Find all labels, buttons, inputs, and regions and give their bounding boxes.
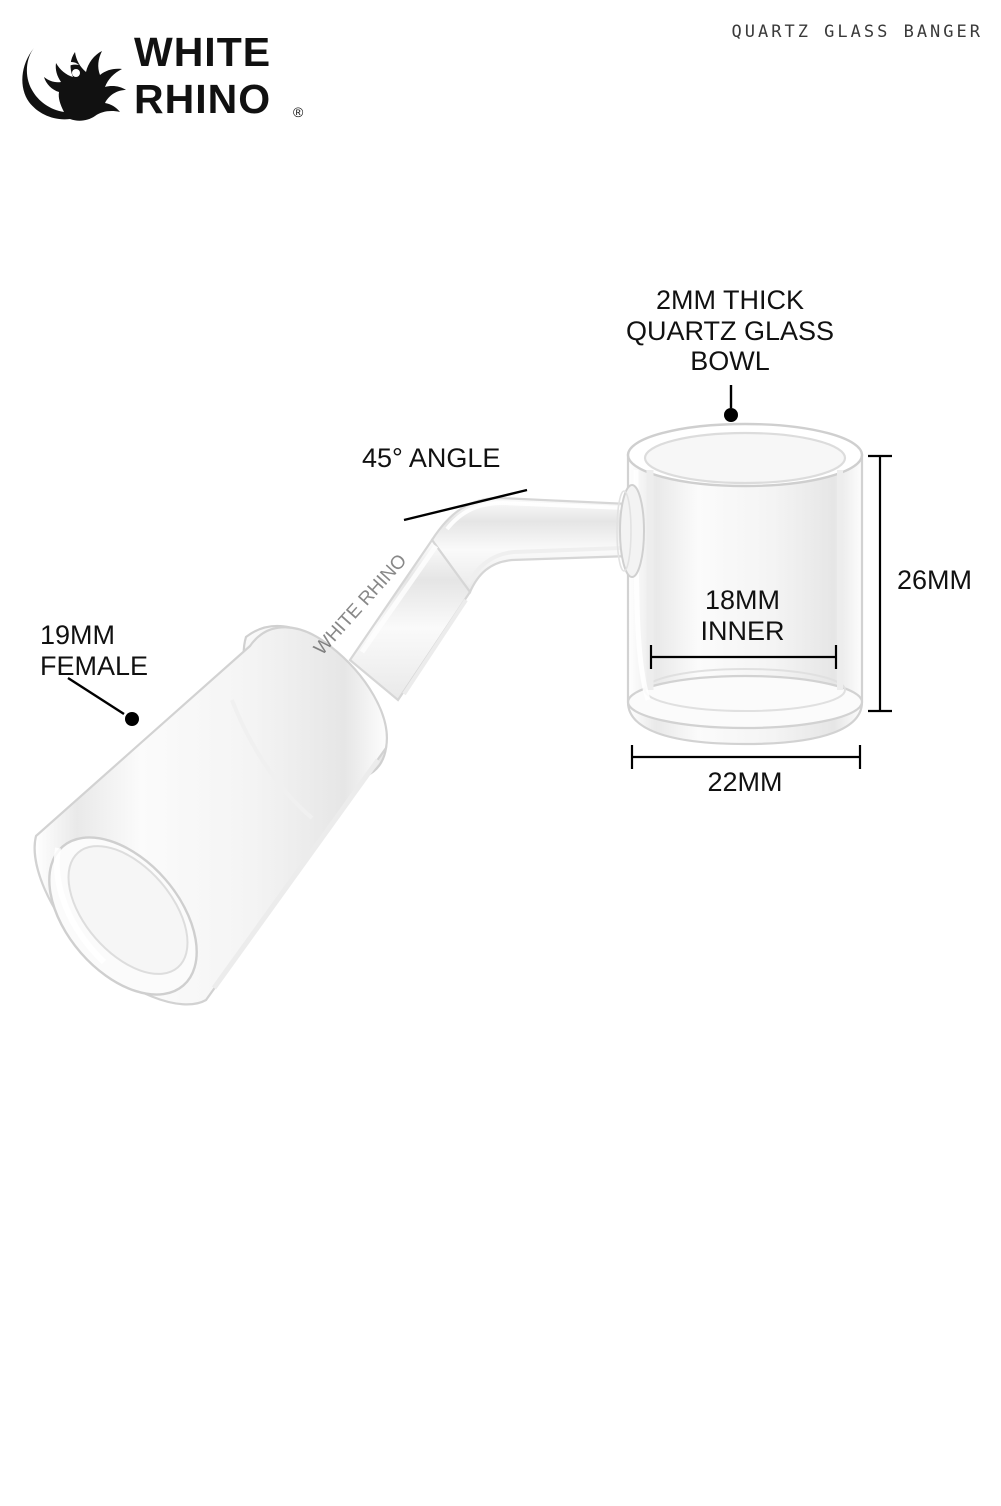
logo-svg: WHITE RHINO ® xyxy=(22,29,304,122)
quartz-bowl xyxy=(626,422,864,746)
logo-text-white: WHITE xyxy=(134,29,271,75)
rhino-mark-icon xyxy=(22,48,126,121)
dimension-height-label: 26MM xyxy=(897,565,973,595)
callout-bowl-label: 2MM THICK QUARTZ GLASS BOWL xyxy=(625,285,835,376)
callout-female-label: 19MM FEMALE xyxy=(40,620,149,681)
logo-text-rhino: RHINO xyxy=(134,76,271,122)
white-rhino-logo: WHITE RHINO ® xyxy=(16,18,316,128)
dimension-inner-diameter-label: 18MM INNER xyxy=(700,585,785,647)
neck-tube xyxy=(348,484,645,702)
page-title: QUARTZ GLASS BANGER xyxy=(731,22,983,42)
dimension-outer-diameter-label: 22MM xyxy=(707,767,783,797)
dimension-lines xyxy=(630,454,892,769)
callout-angle-label: 45° ANGLE xyxy=(362,443,501,473)
logo-registered-mark: ® xyxy=(293,104,304,120)
female-joint xyxy=(33,626,388,1006)
leader-lines xyxy=(67,385,738,726)
